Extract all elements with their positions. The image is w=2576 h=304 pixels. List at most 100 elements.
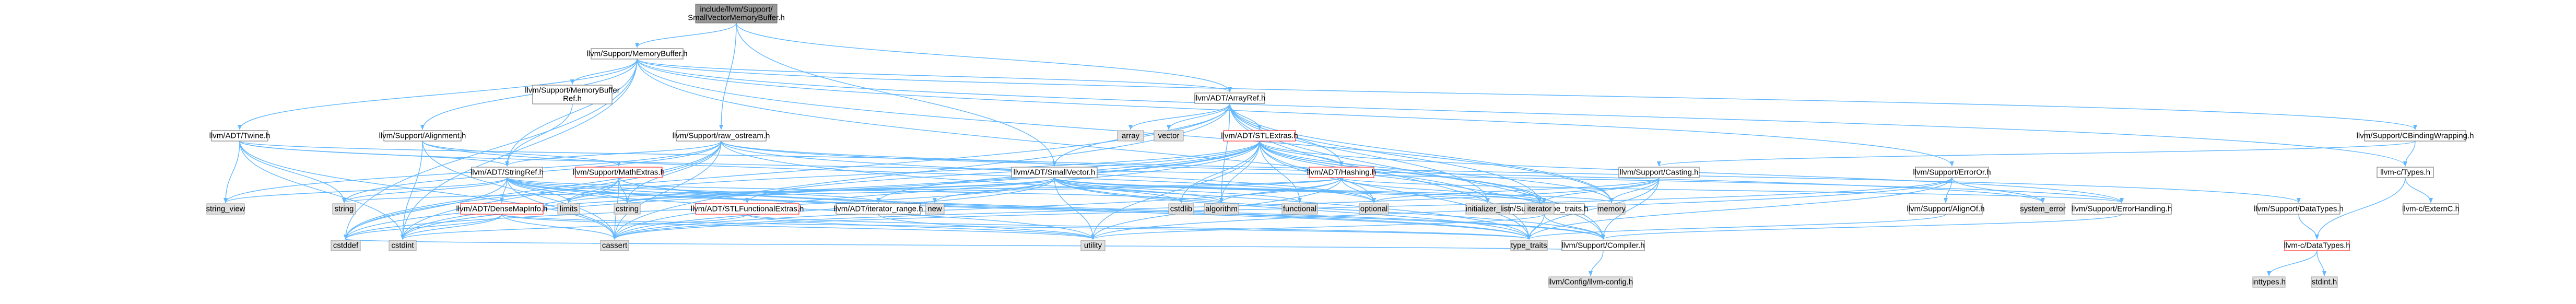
node-ctypes[interactable]: llvm-c/Types.h [2377, 167, 2434, 178]
edge-densemapinfo-to-utility [501, 214, 1095, 240]
edge-stlextras-to-iterator [1259, 141, 1542, 203]
node-casting[interactable]: llvm/Support/Casting.h [1618, 167, 1700, 178]
edge-rawostream-to-cstdint [401, 141, 722, 240]
node-label-twine: llvm/ADT/Twine.h [209, 132, 270, 141]
node-arrayref[interactable]: llvm/ADT/ArrayRef.h [1194, 92, 1266, 104]
edge-erroror-to-systemerror [1951, 177, 2045, 203]
node-alignof[interactable]: llvm/Support/AlignOf.h [1907, 203, 1985, 215]
node-errorhandling[interactable]: llvm/Support/ErrorHandling.h [2072, 203, 2172, 215]
node-twine[interactable]: llvm/ADT/Twine.h [209, 130, 270, 142]
node-smallvector[interactable]: llvm/ADT/SmallVector.h [1011, 167, 1098, 178]
edge-cdatatypes-to-inttypes [2267, 250, 2318, 276]
node-label-llvmconfig: llvm/Config/llvm-config.h [1548, 278, 1633, 287]
node-stlfunctional[interactable]: llvm/ADT/STLFunctionalExtras.h [691, 203, 804, 215]
edge-cbinding-to-ctypes [2403, 141, 2416, 167]
edge-densemapinfo-to-type_traits [501, 214, 1531, 240]
edge-casting-to-cassert [613, 177, 1660, 240]
edge-hashing-to-string [342, 177, 1342, 203]
edge-cbinding-to-casting [1657, 141, 2416, 167]
node-rawostream[interactable]: llvm/Support/raw_ostream.h [673, 130, 770, 142]
edge-erroror-to-alignof [1944, 177, 1952, 203]
edge-membuf-to-erroror [637, 59, 1954, 167]
edge-alignment-to-cassert [422, 141, 617, 240]
node-label-functional: functional [1283, 205, 1316, 214]
edge-stlfunctional-to-utility [747, 214, 1095, 240]
node-mathextras[interactable]: llvm/Support/MathExtras.h [573, 167, 665, 178]
node-new: new [925, 203, 945, 215]
node-box-cstdlib [1168, 203, 1194, 215]
node-hashing[interactable]: llvm/ADT/Hashing.h [1307, 167, 1377, 178]
edge-rawostream-to-stringref [505, 141, 722, 167]
edge-membuf-to-stringref [505, 59, 638, 167]
edge-rawostream-to-datatypes [721, 141, 2301, 203]
node-memory: memory [1597, 203, 1626, 215]
node-box-datatypes [2257, 203, 2340, 215]
node-stringref[interactable]: llvm/ADT/StringRef.h [470, 167, 544, 178]
node-box-twine [211, 130, 268, 142]
edge-stringref-to-iteratorrange [507, 177, 880, 203]
node-label-cstring: cstring [616, 205, 639, 214]
node-label-root: SmallVectorMemoryBuffer.h [688, 14, 785, 22]
node-stlextras[interactable]: llvm/ADT/STLExtras.h [1221, 130, 1298, 142]
node-membuf[interactable]: llvm/Support/MemoryBuffer.h [586, 48, 688, 60]
edge-twine-to-string [239, 141, 346, 203]
node-label-cstddef: cstddef [333, 241, 359, 250]
edge-stlextras-to-hashing [1259, 141, 1344, 167]
node-optional: optional [1359, 203, 1389, 215]
edge-membuf-to-cstddef [344, 59, 638, 240]
node-box-alignof [1909, 203, 1983, 215]
node-label-smallvector: llvm/ADT/SmallVector.h [1014, 168, 1096, 177]
edge-arrayref-to-initlist [1229, 103, 1490, 203]
node-cstring: cstring [614, 203, 641, 215]
node-box-stdinth [2311, 276, 2338, 288]
node-box-stringview [206, 203, 245, 215]
edges-layer [224, 22, 2433, 276]
node-label-stringref: llvm/ADT/StringRef.h [470, 168, 544, 177]
node-box-new [925, 203, 945, 215]
edge-membuf-to-twine [238, 59, 638, 130]
node-box-cstdint [389, 240, 417, 251]
edge-membuf-to-cbinding [637, 59, 2417, 130]
node-datatypes[interactable]: llvm/Support/DataTypes.h [2254, 203, 2344, 215]
edge-hashing-to-errorhandling [1341, 177, 2124, 203]
edge-stlfunctional-to-type_traits [747, 214, 1531, 240]
edge-smallvector-to-functional [1054, 177, 1302, 203]
node-densemapinfo[interactable]: llvm/ADT/DenseMapInfo.h [456, 203, 548, 215]
node-externc[interactable]: llvm-c/ExternC.h [2402, 203, 2460, 215]
node-box-limits [557, 203, 580, 215]
node-cdatatypes[interactable]: llvm-c/DataTypes.h [2284, 240, 2350, 251]
node-compiler[interactable]: llvm/Support/Compiler.h [1561, 240, 1645, 251]
edge-stlextras-to-limits [567, 141, 1260, 203]
node-box-smallvector [1011, 167, 1098, 178]
edge-ctypes-to-cdatatypes [2315, 177, 2406, 240]
edge-membuf-to-alignment [420, 59, 638, 130]
edge-root-to-membuf [635, 22, 737, 48]
node-erroror[interactable]: llvm/Support/ErrorOr.h [1913, 167, 1991, 178]
node-box-rawostream [676, 130, 767, 142]
edge-stlextras-to-cstdlib [1179, 141, 1260, 203]
node-alignment[interactable]: llvm/Support/Alignment.h [379, 130, 466, 142]
node-label-membuf: llvm/Support/MemoryBuffer.h [586, 50, 687, 59]
edge-rawostream-to-type_traits [721, 141, 1531, 240]
node-box-stlfunctional [695, 203, 799, 215]
edge-compiler-to-cstddef [344, 239, 1604, 251]
node-label-datatypes: llvm/Support/DataTypes.h [2254, 205, 2344, 214]
node-box-iteratorrange [836, 203, 921, 215]
node-label-initlist: initializer_list [1465, 205, 1510, 214]
edge-casting-to-type_traits [1527, 177, 1660, 240]
node-cbinding[interactable]: llvm/Support/CBindingWrapping.h [2357, 130, 2474, 142]
node-stdinth: stdint.h [2311, 276, 2338, 288]
edge-stringref-to-type_traits [507, 177, 1531, 240]
node-label-cstdlib: cstdlib [1170, 205, 1193, 214]
node-box-cbinding [2364, 130, 2466, 142]
edge-membuf-to-mbref [570, 59, 638, 85]
node-label-mathextras: llvm/Support/MathExtras.h [573, 168, 665, 177]
node-iteratorrange[interactable]: llvm/ADT/iterator_range.h [834, 203, 923, 215]
node-label-root: include/llvm/Support/ [700, 5, 773, 14]
node-label-alignof: llvm/Support/AlignOf.h [1907, 205, 1984, 214]
node-box-algorithm [1204, 203, 1239, 215]
node-box-functional [1281, 203, 1318, 215]
node-label-cstdint: cstdint [391, 241, 414, 250]
edge-casting-to-memory [1609, 177, 1660, 203]
